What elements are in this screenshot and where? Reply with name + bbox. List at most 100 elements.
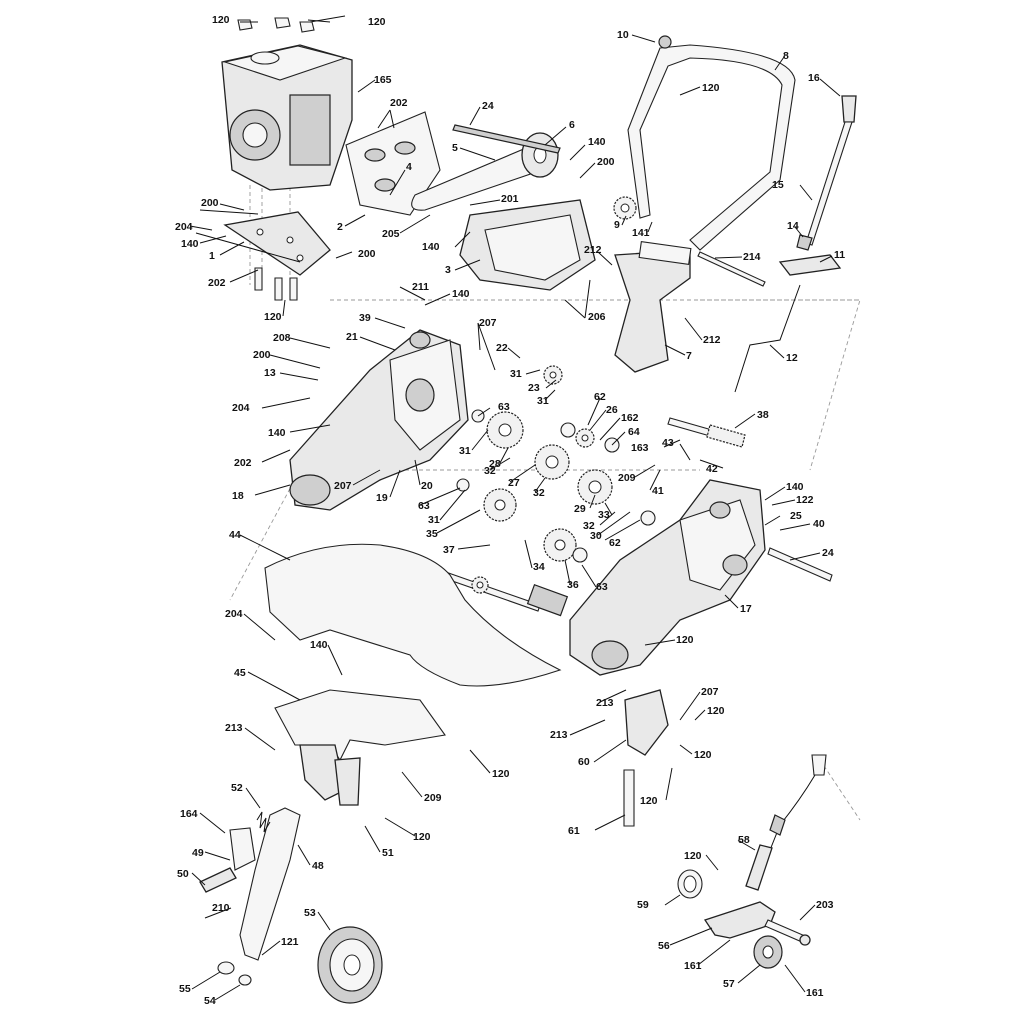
callout-label: 31 <box>510 368 522 380</box>
wheel-bushing <box>217 961 252 986</box>
belt-cover <box>459 199 596 291</box>
callout-label: 31 <box>459 445 471 457</box>
callout-label: 63 <box>596 581 608 593</box>
callout-label: 213 <box>550 729 568 741</box>
callout-label: 18 <box>232 490 244 502</box>
callout-label: 39 <box>359 312 371 324</box>
idler-pulley <box>753 935 783 969</box>
callout-label: 23 <box>528 382 540 394</box>
callout-label: 42 <box>706 463 718 475</box>
callout-label: 32 <box>533 487 545 499</box>
callout-label: 8 <box>783 50 789 62</box>
callout-label: 200 <box>201 197 219 209</box>
callout-label: 120 <box>413 831 431 843</box>
callout-label: 24 <box>482 100 494 112</box>
bracket-pin <box>623 769 635 827</box>
callout-label: 38 <box>757 409 769 421</box>
callout-label: 140 <box>588 136 606 148</box>
callout-label: 120 <box>702 82 720 94</box>
callout-label: 44 <box>229 529 241 541</box>
callout-label: 20 <box>421 480 433 492</box>
callout-label: 64 <box>628 426 640 438</box>
callout-label: 57 <box>723 978 735 990</box>
engine <box>221 17 353 191</box>
callout-label: 60 <box>578 756 590 768</box>
callout-label: 212 <box>584 244 602 256</box>
callout-label: 207 <box>334 480 352 492</box>
callout-label: 1 <box>209 250 215 262</box>
callout-label: 204 <box>232 402 250 414</box>
callout-label: 202 <box>208 277 226 289</box>
callout-label: 33 <box>598 509 610 521</box>
callout-label: 165 <box>374 74 392 86</box>
callout-label: 200 <box>358 248 376 260</box>
torsion-spring <box>677 869 703 899</box>
adjust-spring <box>256 811 271 833</box>
shift-rod <box>734 284 801 393</box>
callout-label: 7 <box>686 350 692 362</box>
callout-label: 30 <box>590 530 602 542</box>
callout-label: 140 <box>452 288 470 300</box>
callout-label: 55 <box>179 983 191 995</box>
callout-label: 16 <box>808 72 820 84</box>
pivot-bolt <box>764 919 811 946</box>
callout-labels: 120 120 165 202 24 6 5 140 200 4 201 2 2… <box>175 14 845 1007</box>
callout-label: 51 <box>382 847 394 859</box>
callout-label: 163 <box>631 442 649 454</box>
callout-label: 200 <box>597 156 615 168</box>
callout-label: 140 <box>268 427 286 439</box>
callout-label: 31 <box>428 514 440 526</box>
handle-gear <box>613 196 637 220</box>
callout-label: 29 <box>574 503 586 515</box>
callout-label: 15 <box>772 179 784 191</box>
leader-lines <box>189 15 841 1001</box>
callout-label: 3 <box>445 264 451 276</box>
bracket-bolt <box>697 251 766 287</box>
callout-label: 120 <box>694 749 712 761</box>
callout-label: 28 <box>489 458 501 470</box>
lever-bracket <box>703 901 776 939</box>
callout-label: 213 <box>225 722 243 734</box>
callout-label: 17 <box>740 603 752 615</box>
callout-label: 53 <box>304 907 316 919</box>
callout-label: 213 <box>596 697 614 709</box>
callout-label: 14 <box>787 220 799 232</box>
callout-label: 205 <box>382 228 400 240</box>
callout-label: 161 <box>806 987 824 999</box>
callout-label: 120 <box>492 768 510 780</box>
callout-label: 204 <box>175 221 193 233</box>
callout-label: 206 <box>588 311 606 323</box>
callout-label: 56 <box>658 940 670 952</box>
engine-mount-plate <box>223 211 331 301</box>
callout-label: 49 <box>192 847 204 859</box>
callout-label: 37 <box>443 544 455 556</box>
callout-label: 59 <box>637 899 649 911</box>
parts-artwork <box>195 17 861 1004</box>
callout-label: 32 <box>583 520 595 532</box>
callout-label: 41 <box>652 485 664 497</box>
callout-label: 120 <box>264 311 282 323</box>
callout-label: 141 <box>632 227 650 239</box>
callout-label: 140 <box>310 639 328 651</box>
callout-label: 209 <box>618 472 636 484</box>
wheel-frame <box>274 689 446 806</box>
callout-label: 207 <box>479 317 497 329</box>
callout-label: 162 <box>621 412 639 424</box>
callout-label: 63 <box>418 500 430 512</box>
callout-label: 61 <box>568 825 580 837</box>
callout-label: 140 <box>181 238 199 250</box>
callout-label: 12 <box>786 352 798 364</box>
callout-label: 140 <box>422 241 440 253</box>
tine-shield <box>264 543 562 687</box>
callout-label: 122 <box>796 494 814 506</box>
callout-label: 140 <box>786 481 804 493</box>
callout-label: 5 <box>452 142 458 154</box>
handle-bracket <box>614 240 692 373</box>
pulley-shaft <box>452 124 561 154</box>
callout-label: 62 <box>594 391 606 403</box>
callout-label: 19 <box>376 492 388 504</box>
callout-label: 35 <box>426 528 438 540</box>
callout-label: 120 <box>640 795 658 807</box>
drive-pulley <box>521 132 559 178</box>
